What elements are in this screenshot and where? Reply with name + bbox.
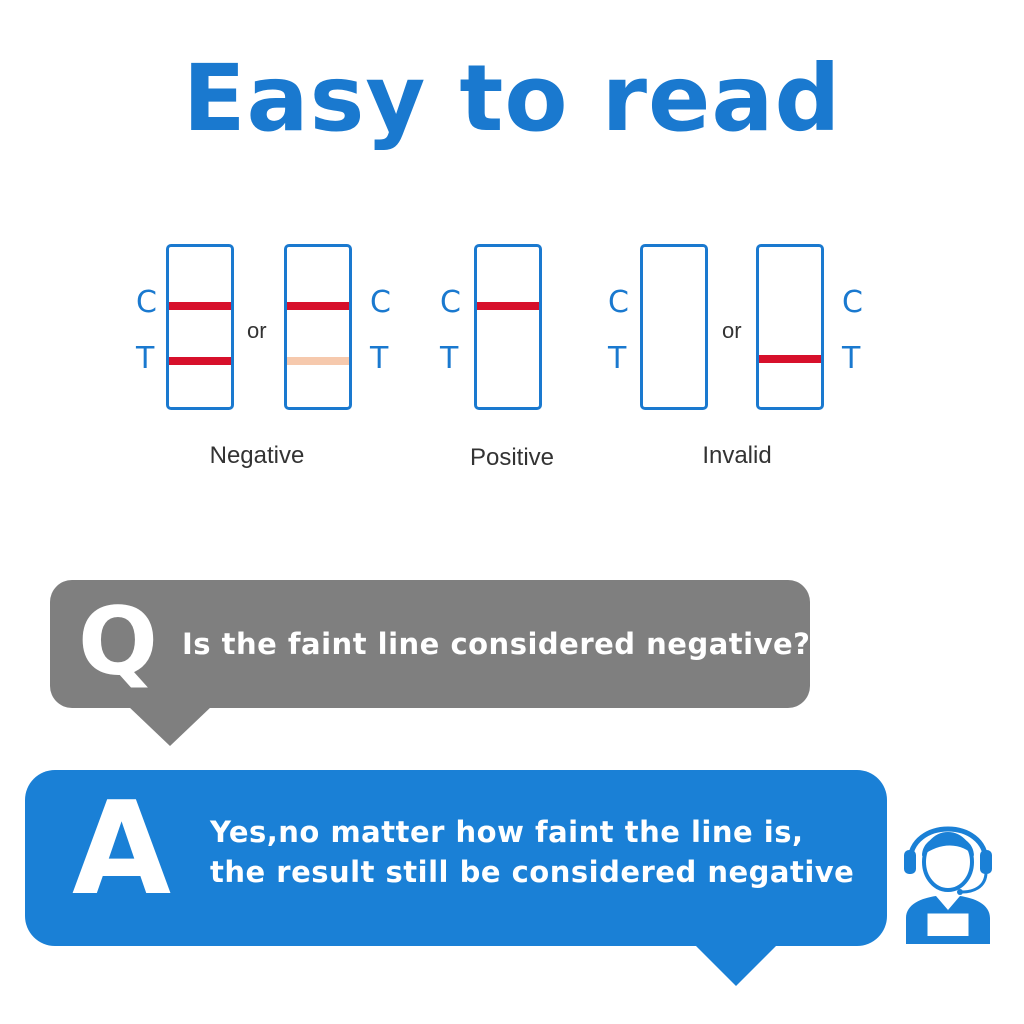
caption-invalid: Invalid [702, 442, 772, 469]
control-label: C [842, 285, 863, 320]
test-strip-invalid-a [640, 244, 708, 410]
test-label: T [136, 341, 155, 376]
caption-negative: Negative [209, 442, 305, 469]
control-line [287, 302, 349, 310]
question-letter: Q [78, 588, 158, 697]
test-label: T [842, 341, 861, 376]
control-label: C [608, 285, 629, 320]
test-line [169, 357, 231, 365]
test-label: T [370, 341, 389, 376]
test-strip-negative-a [166, 244, 234, 410]
test-strip-negative-b [284, 244, 352, 410]
control-line [477, 302, 539, 310]
test-label: T [608, 341, 627, 376]
control-line [169, 302, 231, 310]
answer-bubble [25, 770, 887, 946]
customer-service-agent-icon [904, 826, 992, 944]
or-separator: or [247, 318, 267, 343]
page-title: Easy to read [182, 45, 842, 152]
answer-text-line1: Yes,no matter how faint the line is, [210, 815, 804, 849]
caption-positive: Positive [469, 444, 555, 471]
test-strip-invalid-b [756, 244, 824, 410]
answer-bubble-tail [694, 944, 778, 986]
test-strip-positive [474, 244, 542, 410]
test-label: T [440, 341, 459, 376]
control-label: C [370, 285, 391, 320]
question-bubble-tail [128, 706, 212, 746]
faint-test-line [287, 357, 349, 365]
question-bubble [50, 580, 810, 708]
question-text: Is the faint line considered negative? [182, 627, 811, 661]
or-separator: or [722, 318, 742, 343]
test-line [759, 355, 821, 363]
control-label: C [136, 285, 157, 320]
answer-text-line2: the result still be considered negative [210, 855, 855, 889]
answer-letter: A [72, 775, 172, 924]
control-label: C [440, 285, 461, 320]
